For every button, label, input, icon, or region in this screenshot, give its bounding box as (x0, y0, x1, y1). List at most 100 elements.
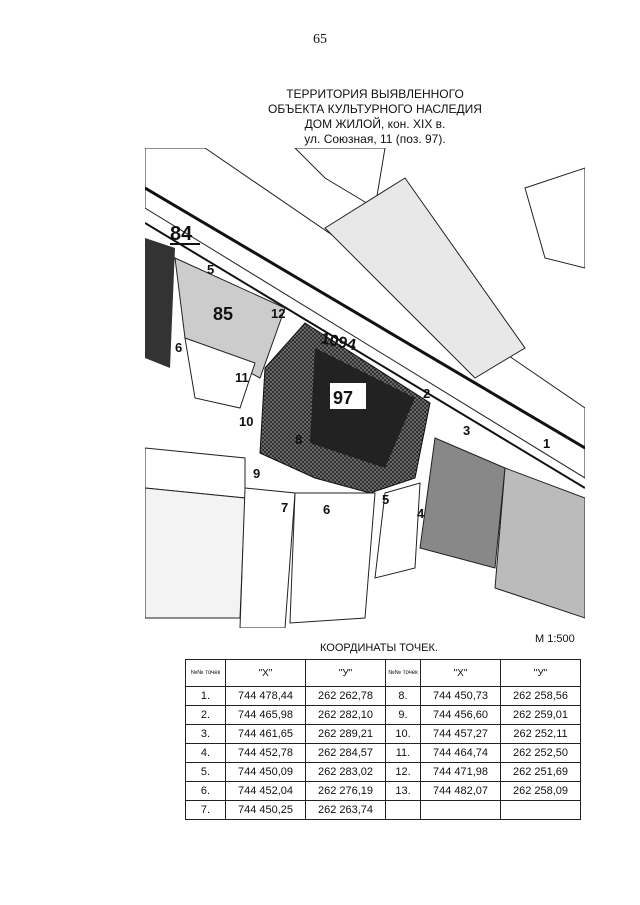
point-label: 4 (417, 506, 425, 521)
table-cell: 262 252,11 (500, 724, 581, 744)
table-cell: 262 283,02 (305, 762, 386, 782)
table-cell: 262 252,50 (500, 743, 581, 763)
title-line: ТЕРРИТОРИЯ ВЫЯВЛЕННОГО (286, 87, 464, 101)
title-line: ОБЪЕКТА КУЛЬТУРНОГО НАСЛЕДИЯ (268, 102, 482, 116)
header-cell: "X" (420, 659, 501, 687)
table-cell: 744 464,74 (420, 743, 501, 763)
point-label: 8 (295, 432, 302, 447)
building (145, 487, 246, 619)
table-cell: 262 289,21 (305, 724, 386, 744)
building (419, 437, 506, 569)
table-cell: 744 461,65 (225, 724, 306, 744)
point-label: 11 (235, 370, 249, 385)
table-cell: 262 259,01 (500, 705, 581, 725)
building (289, 492, 376, 624)
parcel-label-85: 85 (213, 304, 233, 324)
parcel-84-building (145, 238, 175, 368)
table-cell (420, 800, 501, 820)
table-cell: 744 452,78 (225, 743, 306, 763)
building (324, 177, 526, 379)
building (494, 467, 585, 619)
table-cell: 1. (185, 686, 226, 706)
table-cell: 744 452,04 (225, 781, 306, 801)
table-cell: 262 258,09 (500, 781, 581, 801)
point-label: 6 (323, 502, 330, 517)
parcel-label-97: 97 (333, 388, 353, 408)
table-cell: 262 258,56 (500, 686, 581, 706)
point-label: 7 (281, 500, 288, 515)
table-cell: 262 263,74 (305, 800, 386, 820)
parcel-label-84: 84 (170, 223, 193, 245)
site-map: 84 85 97 1094 1 2 3 4 5 6 7 8 9 10 11 12… (145, 148, 585, 628)
table-cell: 744 450,25 (225, 800, 306, 820)
table-cell: 262 282,10 (305, 705, 386, 725)
point-label: 5 (207, 262, 214, 277)
street-edge-line (145, 222, 585, 489)
point-label: 1 (543, 436, 550, 451)
title-line: ул. Союзная, 11 (поз. 97). (304, 132, 446, 146)
page-title: ТЕРРИТОРИЯ ВЫЯВЛЕННОГО ОБЪЕКТА КУЛЬТУРНО… (230, 87, 520, 147)
header-cell: "У" (500, 659, 581, 687)
header-cell: №№ точек (385, 659, 421, 687)
map-scale: M 1:500 (535, 633, 575, 645)
building (239, 487, 296, 628)
page-number: 65 (313, 32, 327, 47)
table-cell: 262 276,19 (305, 781, 386, 801)
table-caption: КООРДИНАТЫ ТОЧЕК. (320, 642, 438, 654)
header-cell: "X" (225, 659, 306, 687)
table-cell: 744 457,27 (420, 724, 501, 744)
table-cell: 6. (185, 781, 226, 801)
table-cell: 8. (385, 686, 421, 706)
point-label: 12 (271, 306, 285, 321)
table-cell: 11. (385, 743, 421, 763)
point-label: 2 (423, 386, 430, 401)
title-line: ДОМ ЖИЛОЙ, кон. XIX в. (304, 117, 446, 131)
table-cell: 4. (185, 743, 226, 763)
building (374, 482, 421, 579)
header-cell: "У" (305, 659, 386, 687)
street-edge-line (145, 186, 585, 450)
point-label: 3 (463, 423, 470, 438)
table-cell: 744 456,60 (420, 705, 501, 725)
table-cell: 7. (185, 800, 226, 820)
table-cell: 9. (385, 705, 421, 725)
table-cell: 744 450,73 (420, 686, 501, 706)
point-label: 10 (239, 414, 253, 429)
street (145, 148, 585, 479)
table-cell: 744 482,07 (420, 781, 501, 801)
table-cell: 262 262,78 (305, 686, 386, 706)
table-cell (500, 800, 581, 820)
point-label: 9 (253, 466, 260, 481)
table-cell: 744 471,98 (420, 762, 501, 782)
coordinates-table: №№ точек "X" "У" №№ точек "X" "У" 1.744 … (185, 659, 581, 820)
table-cell (385, 800, 421, 820)
table-cell: 2. (185, 705, 226, 725)
point-labels: 1 2 3 4 5 6 7 8 9 10 11 12 5 6 (175, 262, 550, 521)
table-cell: 13. (385, 781, 421, 801)
table-cell: 5. (185, 762, 226, 782)
label-background (330, 383, 366, 409)
table-cell: 262 284,57 (305, 743, 386, 763)
parcel-85 (174, 257, 286, 379)
building (184, 337, 256, 409)
table-cell: 262 251,69 (500, 762, 581, 782)
table-cell: 12. (385, 762, 421, 782)
building (524, 167, 585, 269)
table-cell: 3. (185, 724, 226, 744)
table-cell: 744 450,09 (225, 762, 306, 782)
point-label: 6 (175, 340, 182, 355)
table-cell: 744 465,98 (225, 705, 306, 725)
header-cell: №№ точек (185, 659, 226, 687)
table-cell: 10. (385, 724, 421, 744)
table-cell: 744 478,44 (225, 686, 306, 706)
table-header: №№ точек "X" "У" №№ точек "X" "У" (185, 659, 581, 687)
